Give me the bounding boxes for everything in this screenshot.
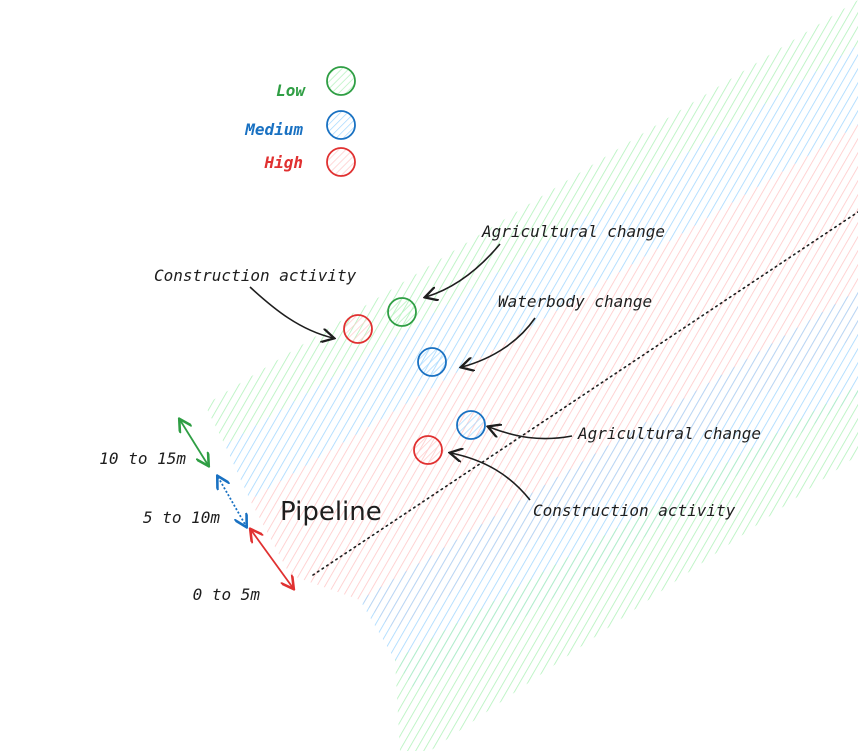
legend: Low Medium High (244, 66, 356, 177)
waterbody-arrow (462, 317, 536, 367)
agricultural-change-upper-marker[interactable] (387, 297, 417, 327)
inner-buffer-label: 0 to 5m (193, 585, 261, 604)
outer-zone-lower (395, 385, 858, 751)
middle-zone-upper (225, 45, 858, 500)
construction-activity-lower-marker[interactable] (413, 435, 443, 465)
agricultural-upper-arrow (426, 243, 501, 297)
callout-arrows (249, 243, 573, 501)
construction-lower-arrow (451, 453, 531, 501)
inner-zone (250, 125, 858, 630)
legend-medium-swatch (326, 110, 356, 140)
middle-buffer-label: 5 to 10m (143, 508, 220, 527)
agricultural-change-lower-marker[interactable] (456, 410, 486, 440)
construction-upper-label: Construction activity (154, 266, 357, 285)
agricultural-lower-arrow (489, 427, 573, 440)
waterbody-label: Waterbody change (498, 292, 652, 311)
callout-labels: Construction activity Agricultural chang… (154, 222, 761, 520)
legend-medium-label: Medium (244, 120, 303, 139)
buffer-zones (205, 0, 858, 751)
outer-buffer-arrow (180, 420, 208, 465)
legend-low-label: Low (276, 81, 306, 100)
legend-high-label: High (263, 153, 303, 172)
construction-upper-arrow (249, 286, 333, 338)
construction-activity-upper-marker[interactable] (343, 314, 373, 344)
pipeline-label: Pipeline (280, 497, 382, 527)
agricultural-lower-label: Agricultural change (577, 424, 761, 443)
legend-low-swatch (326, 66, 356, 96)
outer-buffer-label: 10 to 15m (99, 449, 186, 468)
legend-high-swatch (326, 147, 356, 177)
buffer-indicators: 10 to 15m 5 to 10m 0 to 5m (99, 420, 293, 604)
middle-zone-lower (360, 290, 858, 690)
waterbody-change-marker[interactable] (417, 347, 447, 377)
pipeline-centerline (312, 211, 858, 576)
event-markers (343, 297, 486, 465)
agricultural-upper-label: Agricultural change (481, 222, 665, 241)
inner-buffer-arrow (251, 530, 293, 588)
middle-buffer-arrow (218, 477, 246, 526)
construction-lower-label: Construction activity (533, 501, 736, 520)
